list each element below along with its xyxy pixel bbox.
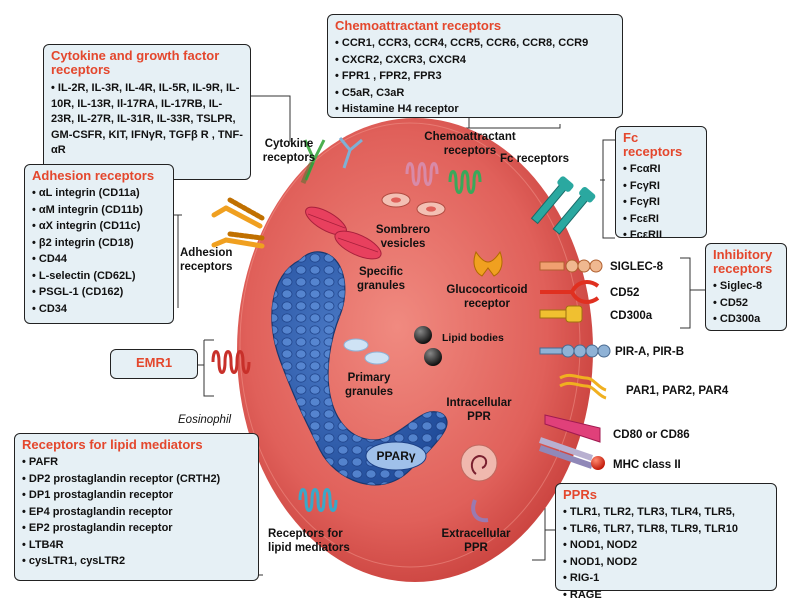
list-item: FcγRI (623, 178, 699, 195)
list-item: CD44 (32, 251, 166, 268)
list-item: CCR1, CCR3, CCR4, CCR5, CCR6, CCR8, CCR9 (335, 35, 615, 52)
lipid-body (424, 348, 442, 366)
list-item: FcγRI (623, 194, 699, 211)
list-item: CD300a (713, 311, 779, 328)
label-cd52: CD52 (610, 286, 639, 300)
primary-granule (344, 339, 368, 351)
box-title: Cytokine and growth factor receptors (51, 49, 243, 77)
label-primary-granules: Primary granules (336, 371, 402, 399)
label-cd80: CD80 or CD86 (613, 428, 690, 442)
box-title: Inhibitory receptors (713, 248, 779, 276)
list-item: DP1 prostaglandin receptor (22, 487, 251, 504)
list-item: C5aR, C3aR (335, 85, 615, 102)
box-title: Fc receptors (623, 131, 699, 159)
label-cytokine-receptors: Cytokine receptors (252, 137, 326, 165)
label-fc-receptors: Fc receptors (500, 152, 600, 166)
adhesion-receptors-box: Adhesion receptors αL integrin (CD11a) α… (24, 164, 174, 324)
chemoattractant-receptors-box: Chemoattractant receptors CCR1, CCR3, CC… (327, 14, 623, 118)
list-item: DP2 prostaglandin receptor (CRTH2) (22, 471, 251, 488)
label-specific-granules: Specific granules (350, 265, 412, 293)
label-glucocorticoid: Glucocorticoid receptor (432, 283, 542, 311)
cytokine-receptors-box: Cytokine and growth factor receptors IL-… (43, 44, 251, 180)
list-item: CD34 (32, 301, 166, 318)
list-item: NOD1, NOD2 (563, 537, 769, 554)
list-item: PSGL-1 (CD162) (32, 284, 166, 301)
list-item: Siglec-8 (713, 278, 779, 295)
label-ppar: PPARγ (368, 449, 424, 463)
list-item: L-selectin (CD62L) (32, 268, 166, 285)
list-item: FcεRII (623, 227, 699, 244)
label-lipid-bodies: Lipid bodies (442, 331, 504, 345)
label-par: PAR1, PAR2, PAR4 (626, 384, 728, 398)
list-item: αX integrin (CD11c) (32, 218, 166, 235)
list-item: β2 integrin (CD18) (32, 235, 166, 252)
inhibitory-receptors-box: Inhibitory receptors Siglec-8 CD52 CD300… (705, 243, 787, 331)
list-item: αM integrin (CD11b) (32, 202, 166, 219)
label-intracellular-ppr: Intracellular PPR (440, 396, 518, 424)
list-item: EP4 prostaglandin receptor (22, 504, 251, 521)
primary-granule (365, 352, 389, 364)
list-item: EP2 prostaglandin receptor (22, 520, 251, 537)
label-adhesion-receptors: Adhesion receptors (180, 246, 250, 274)
label-siglec8: SIGLEC-8 (610, 260, 663, 274)
label-mhc: MHC class II (613, 458, 681, 472)
label-eosinophil: Eosinophil (178, 413, 231, 427)
list-item: cysLTR1, cysLTR2 (22, 553, 251, 570)
list-item: FcεRI (623, 211, 699, 228)
box-title: Adhesion receptors (32, 169, 166, 183)
emr1-box: EMR1 (110, 349, 198, 379)
adhesion-receptor-shapes (214, 200, 262, 246)
label-cd300a: CD300a (610, 309, 652, 323)
box-title: PPRs (563, 488, 769, 502)
list-item: PAFR (22, 454, 251, 471)
siglec8-shape (540, 260, 602, 272)
list-item: IL-2R, IL-3R, IL-4R, IL-5R, IL-9R, IL-10… (51, 81, 243, 159)
label-pir: PIR-A, PIR-B (615, 345, 684, 359)
emr1-receptor-shape (213, 352, 249, 373)
intracellular-ppr-shape (461, 445, 497, 481)
list-item: FcαRI (623, 161, 699, 178)
list-item: NOD1, NOD2 (563, 554, 769, 571)
list-item: CXCR2, CXCR3, CXCR4 (335, 52, 615, 69)
list-item: TLR6, TLR7, TLR8, TLR9, TLR10 (563, 521, 769, 538)
list-item: Histamine H4 receptor (335, 101, 615, 118)
lipid-body (414, 326, 432, 344)
list-item: αL integrin (CD11a) (32, 185, 166, 202)
list-item: FPR1 , FPR2, FPR3 (335, 68, 615, 85)
label-extracellular-ppr: Extracellular PPR (440, 527, 512, 555)
list-item: LTB4R (22, 537, 251, 554)
fc-receptors-box: Fc receptors FcαRI FcγRI FcγRI FcεRI Fcε… (615, 126, 707, 238)
label-lipid-mediators: Receptors for lipid mediators (268, 527, 368, 555)
list-item: RAGE (563, 587, 769, 603)
pprs-box: PPRs TLR1, TLR2, TLR3, TLR4, TLR5, TLR6,… (555, 483, 777, 591)
box-title: Receptors for lipid mediators (22, 438, 251, 452)
box-title: Chemoattractant receptors (335, 19, 615, 33)
label-sombrero: Sombrero vesicles (373, 223, 433, 251)
list-item: TLR1, TLR2, TLR3, TLR4, TLR5, (563, 504, 769, 521)
list-item: RIG-1 (563, 570, 769, 587)
list-item: CD52 (713, 295, 779, 312)
box-title: EMR1 (118, 356, 190, 370)
lipid-mediators-box: Receptors for lipid mediators PAFR DP2 p… (14, 433, 259, 581)
lipid-mediator-receptor-shape (300, 490, 336, 511)
